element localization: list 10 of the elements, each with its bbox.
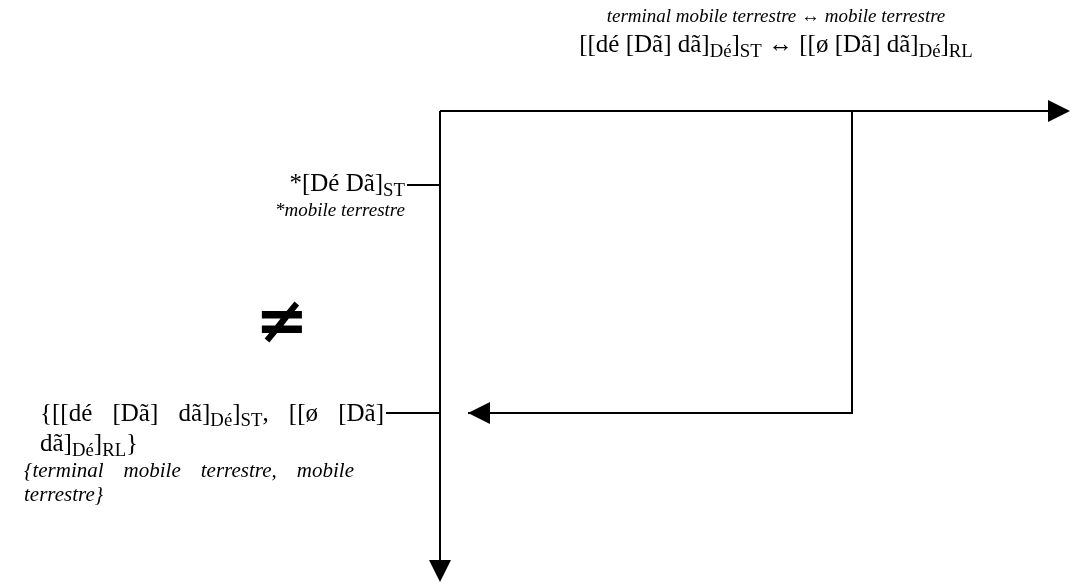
symbol-label: ≠ — [255, 285, 309, 355]
connector-line — [385, 412, 441, 414]
formula-text: *[Dé Dã]$_{ST}$ — [288, 168, 405, 198]
gloss-text: *mobile terrestre — [274, 198, 405, 222]
arrow — [467, 111, 853, 424]
formula-text: [[dé [Dã] dã]$_{Dé}$]$_{ST}$ ↔ [[ø [Dã] dã]$_{Dé}$]$_{RL}$ — [578, 29, 974, 60]
connector-line — [406, 184, 441, 186]
formula-text: {[[dé [Dã] dã]$_{Dé}$]$_{ST}$, [[ø [Dã] dã]$_{Dé}$]$_{RL}$} — [39, 398, 384, 458]
gloss-text: {terminal mobile terrestre, mobile terrestre} — [24, 458, 354, 506]
gloss-text: terminal mobile terrestre ↔ mobile terrestre — [605, 4, 947, 28]
